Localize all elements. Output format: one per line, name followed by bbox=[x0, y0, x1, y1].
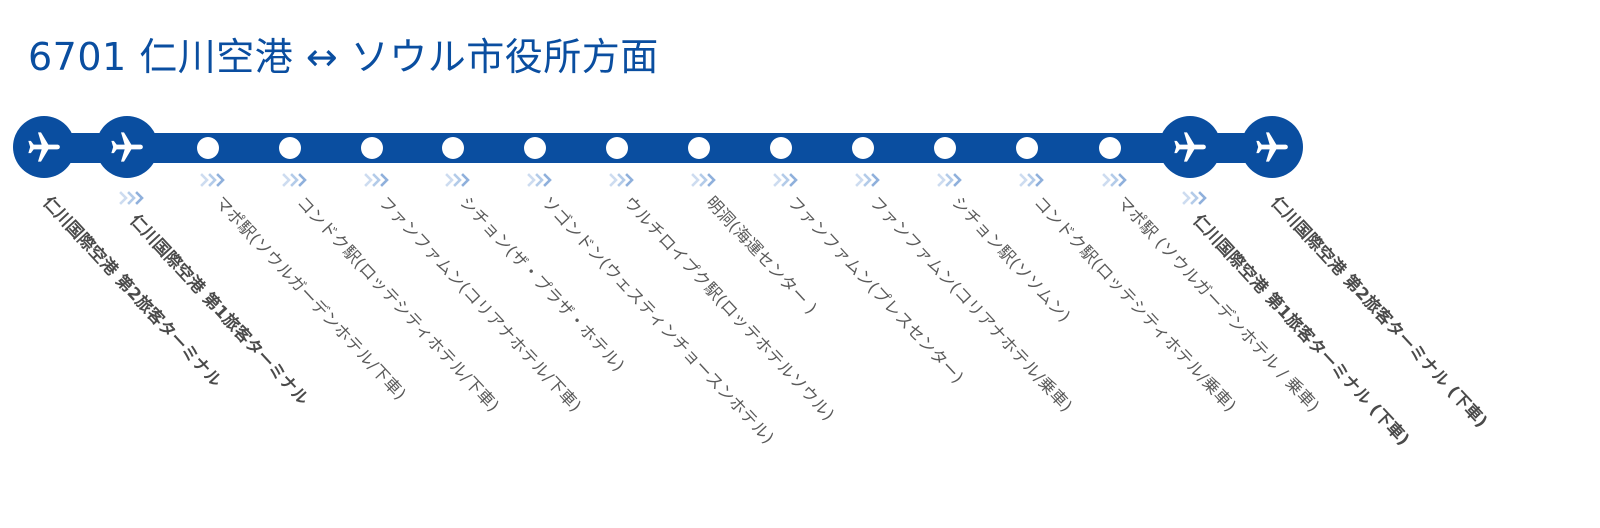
airplane-icon bbox=[24, 127, 64, 167]
bus-stop-dot[interactable] bbox=[934, 137, 956, 159]
direction-chevron-icon bbox=[1182, 190, 1208, 205]
direction-chevron-icon bbox=[445, 172, 471, 187]
direction-chevron-icon bbox=[1102, 172, 1128, 187]
airport-stop[interactable] bbox=[96, 116, 158, 178]
bus-stop-dot[interactable] bbox=[1016, 137, 1038, 159]
route-line bbox=[44, 133, 1272, 163]
direction-chevron-icon bbox=[282, 172, 308, 187]
direction-chevron-icon bbox=[855, 172, 881, 187]
airplane-icon bbox=[1252, 127, 1292, 167]
bus-stop-dot[interactable] bbox=[852, 137, 874, 159]
direction-chevron-icon bbox=[200, 172, 226, 187]
direction-chevron-icon bbox=[1019, 172, 1045, 187]
bus-stop-dot[interactable] bbox=[770, 137, 792, 159]
bus-stop-dot[interactable] bbox=[524, 137, 546, 159]
airport-stop[interactable] bbox=[13, 116, 75, 178]
direction-chevron-icon bbox=[937, 172, 963, 187]
direction-chevron-icon bbox=[609, 172, 635, 187]
direction-chevron-icon bbox=[691, 172, 717, 187]
bus-stop-dot[interactable] bbox=[606, 137, 628, 159]
direction-chevron-icon bbox=[119, 190, 145, 205]
airport-stop[interactable] bbox=[1159, 116, 1221, 178]
stop-label: シチョン(ザ・プラザ・ホテル) bbox=[456, 192, 629, 376]
bus-stop-dot[interactable] bbox=[361, 137, 383, 159]
bus-stop-dot[interactable] bbox=[688, 137, 710, 159]
bus-stop-dot[interactable] bbox=[197, 137, 219, 159]
route-title: 6701 仁川空港 ↔ ソウル市役所方面 bbox=[28, 35, 659, 79]
direction-chevron-icon bbox=[364, 172, 390, 187]
bus-stop-dot[interactable] bbox=[1099, 137, 1121, 159]
airport-stop[interactable] bbox=[1241, 116, 1303, 178]
direction-chevron-icon bbox=[773, 172, 799, 187]
bus-stop-dot[interactable] bbox=[442, 137, 464, 159]
bus-stop-dot[interactable] bbox=[279, 137, 301, 159]
airplane-icon bbox=[1170, 127, 1210, 167]
direction-chevron-icon bbox=[527, 172, 553, 187]
airplane-icon bbox=[107, 127, 147, 167]
